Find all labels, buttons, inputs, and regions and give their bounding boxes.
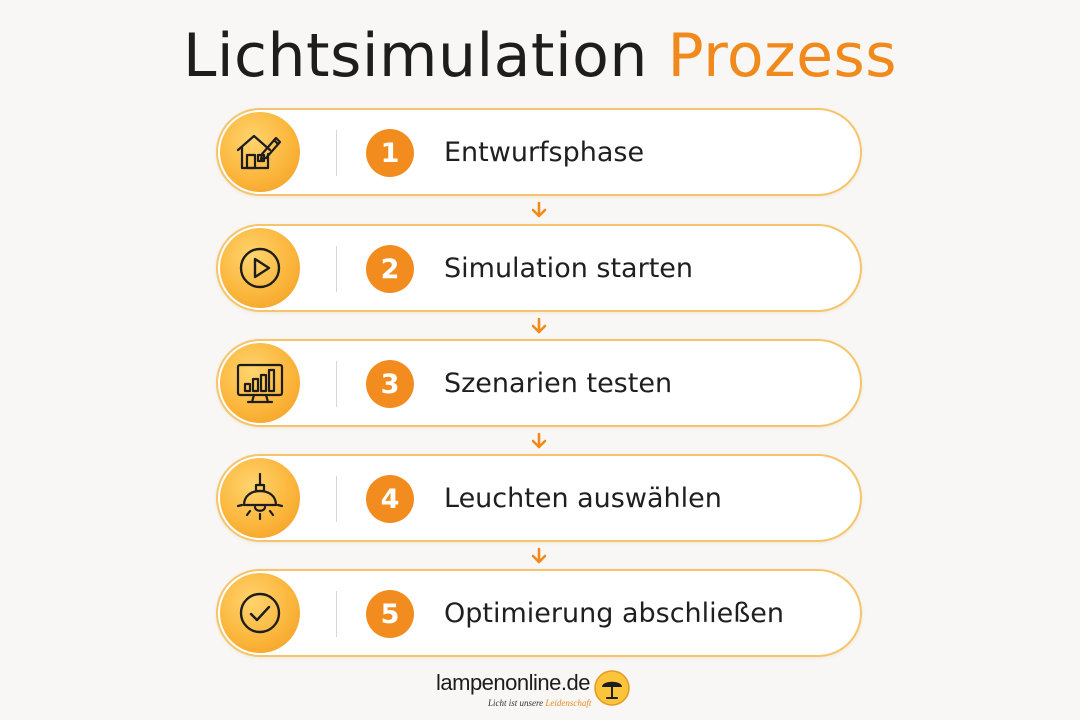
step-5: 5 Optimierung abschließen — [216, 569, 862, 657]
page-title: Lichtsimulation Prozess — [0, 18, 1080, 94]
play-icon — [239, 247, 281, 289]
arrow-down-icon — [531, 317, 547, 334]
brand-slogan: Licht ist unsere Leidenschaft — [488, 698, 591, 708]
arrow-down-icon — [531, 201, 547, 218]
arrow-down-icon — [531, 547, 547, 564]
step-1-icon-badge — [220, 112, 300, 192]
lamp-logo-icon — [594, 670, 630, 706]
arrow-down-icon — [531, 432, 547, 449]
step-label: Optimierung abschließen — [444, 598, 784, 629]
step-divider — [336, 246, 337, 292]
step-number-badge: 5 — [366, 590, 414, 638]
step-label: Szenarien testen — [444, 368, 673, 399]
title-part-2: Prozess — [667, 21, 898, 91]
step-label: Simulation starten — [444, 253, 694, 284]
step-number-badge: 3 — [366, 360, 414, 408]
checkmark-icon — [239, 592, 281, 634]
step-4-icon-badge — [220, 458, 300, 538]
step-divider — [336, 591, 337, 637]
step-number-badge: 4 — [366, 475, 414, 523]
monitor-chart-icon — [236, 363, 284, 404]
step-4: 4 Leuchten auswählen — [216, 454, 862, 542]
step-divider — [336, 361, 337, 407]
step-divider — [336, 476, 337, 522]
brand-footer: lampenonline.de Licht ist unsere Leidens… — [436, 670, 646, 710]
step-3-icon-badge — [220, 343, 300, 423]
title-part-1: Lichtsimulation — [182, 21, 648, 91]
step-1: 1 Entwurfsphase — [216, 108, 862, 196]
step-label: Entwurfsphase — [444, 137, 645, 168]
step-5-icon-badge — [220, 573, 300, 653]
pendant-lamp-icon — [236, 472, 284, 521]
step-label: Leuchten auswählen — [444, 483, 722, 514]
step-divider — [336, 130, 337, 176]
slogan-highlight: Leidenschaft — [545, 698, 592, 708]
step-number-badge: 2 — [366, 245, 414, 293]
step-3: 3 Szenarien testen — [216, 339, 862, 427]
step-2: 2 Simulation starten — [216, 224, 862, 312]
step-2-icon-badge — [220, 228, 300, 308]
house-pencil-icon — [236, 134, 282, 170]
step-number-badge: 1 — [366, 129, 414, 177]
slogan-prefix: Licht ist unsere — [488, 698, 544, 708]
brand-name: lampenonline.de — [436, 670, 590, 695]
